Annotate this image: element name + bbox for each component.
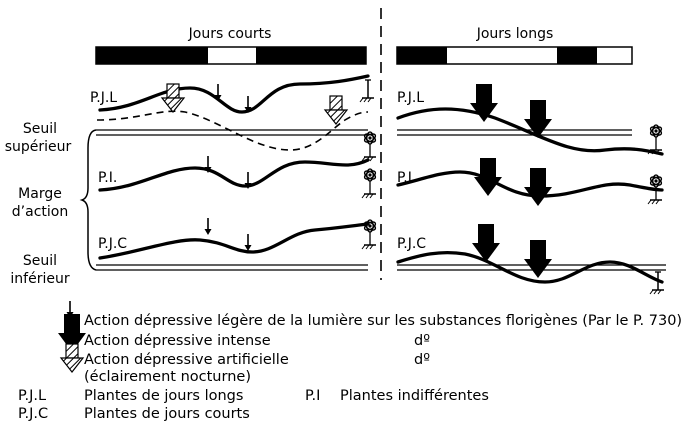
legend-artificial-ditto: dº	[414, 352, 430, 368]
curve-right-pjc	[396, 250, 664, 284]
legend: Action dépressive légère de la lumière s…	[18, 300, 682, 422]
curve-label-right-pjc: P.J.C	[397, 236, 426, 252]
flower-icon	[361, 168, 378, 199]
curve-label-left-pjl: P.J.L	[90, 90, 117, 106]
abbr-pi: P.I	[305, 388, 320, 404]
header-long-days: Jours longs	[476, 26, 554, 42]
non-flowering-stem-icon	[359, 79, 375, 103]
legend-artificial-text: Action dépressive artificielle	[84, 352, 289, 368]
upper-threshold-label-2: supérieur	[5, 139, 72, 155]
abbr-pjc: P.J.C	[18, 406, 48, 422]
curve-label-right-pjl: P.J.L	[397, 90, 424, 106]
curve-left-pjl-dashed	[96, 110, 369, 151]
intense-depression-arrow-icon	[524, 168, 552, 206]
lower-threshold-label-1: Seuil	[23, 253, 57, 269]
legend-artificial-text-2: (éclairement nocturne)	[84, 369, 251, 385]
light-depression-arrow-icon	[203, 217, 213, 236]
curve-label-left-pjc: P.J.C	[98, 236, 127, 252]
long-day-bar	[396, 46, 633, 65]
upper-threshold-lines	[96, 129, 632, 136]
upper-threshold-label-1: Seuil	[23, 121, 57, 137]
artificial-depression-arrow-icon	[324, 95, 348, 125]
legend-intense-ditto: dº	[414, 333, 430, 349]
curve-left-pi	[98, 158, 370, 192]
action-margin-brace	[79, 129, 97, 271]
light-depression-arrow-icon	[243, 233, 253, 252]
curve-left-pjc	[98, 222, 370, 260]
abbr-pi-meaning: Plantes indifférentes	[340, 388, 489, 404]
curve-label-left-pi: P.I.	[98, 170, 117, 186]
abbr-pjl-meaning: Plantes de jours longs	[84, 388, 243, 404]
intense-depression-arrow-icon	[474, 158, 502, 196]
legend-artificial-arrow-icon	[60, 343, 84, 373]
flower-icon	[647, 124, 664, 155]
legend-intense-text: Action dépressive intense	[84, 333, 271, 349]
short-day-bar	[95, 46, 367, 65]
action-margin-label-2: d’action	[12, 204, 68, 220]
curve-left-pjl	[98, 74, 370, 114]
header-short-days: Jours courts	[188, 26, 272, 42]
abbr-pjl: P.J.L	[18, 388, 46, 404]
legend-light-text: Action dépressive légère de la lumière s…	[84, 313, 682, 329]
abbr-pjc-meaning: Plantes de jours courts	[84, 406, 250, 422]
action-margin-label-1: Marge	[18, 186, 62, 202]
intense-depression-arrow-icon	[524, 240, 552, 278]
flower-icon	[361, 131, 378, 162]
lower-threshold-label-2: inférieur	[10, 271, 69, 287]
